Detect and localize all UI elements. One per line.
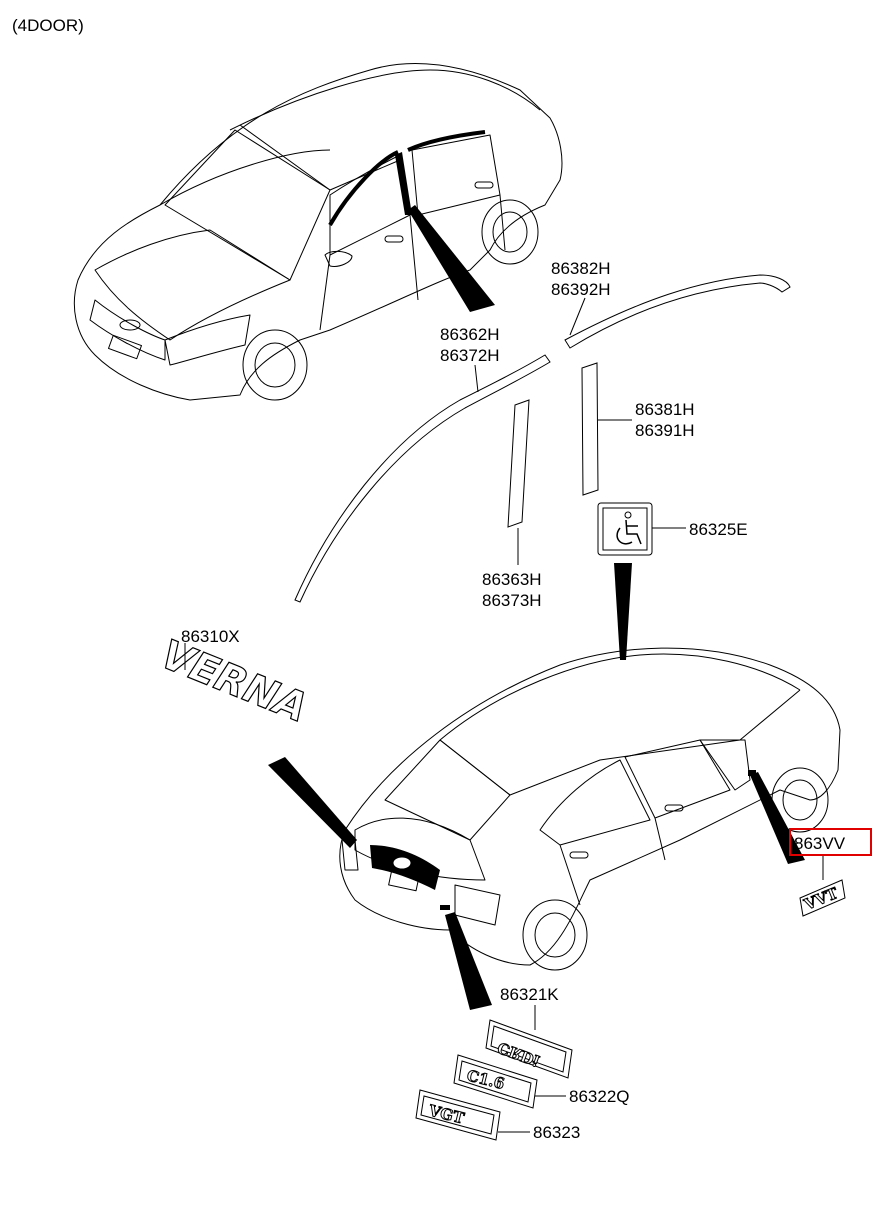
label-86323: 86323 bbox=[533, 1123, 580, 1142]
disabled-sticker bbox=[597, 502, 653, 556]
diagram-title: (4DOOR) bbox=[12, 16, 84, 35]
label-86382H: 86382H bbox=[551, 259, 611, 278]
c16-badge-text: C1.6 bbox=[465, 1066, 506, 1093]
label-86362H: 86362H bbox=[440, 325, 500, 344]
b-pillar-rear-trim bbox=[581, 362, 599, 496]
roof-molding-upper bbox=[564, 274, 791, 349]
label-86373H: 86373H bbox=[482, 591, 542, 610]
c16-badge: C1.6 bbox=[453, 1054, 538, 1109]
label-86310X: 86310X bbox=[181, 627, 240, 646]
label-86322Q: 86322Q bbox=[569, 1087, 630, 1106]
sedan-rear-view bbox=[339, 647, 841, 1010]
label-86363H: 86363H bbox=[482, 570, 542, 589]
leader-wedge-verna bbox=[268, 757, 357, 848]
leader-86382H bbox=[569, 297, 586, 336]
verna-emblem-text: VERNA bbox=[154, 632, 314, 732]
label-86372H: 86372H bbox=[440, 346, 500, 365]
label-86391H: 86391H bbox=[635, 421, 695, 440]
label-86392H: 86392H bbox=[551, 280, 611, 299]
wheelchair-icon bbox=[616, 511, 642, 545]
verna-emblem: VERNA bbox=[154, 631, 315, 732]
vvt-badge-text: VVT bbox=[801, 884, 841, 914]
leader-86362H bbox=[474, 364, 479, 393]
highlight-box-863VV bbox=[789, 828, 872, 856]
leader-wedge-sticker bbox=[614, 563, 632, 660]
vvt-badge: VVT bbox=[799, 879, 846, 917]
label-86381H: 86381H bbox=[635, 400, 695, 419]
label-86325E: 86325E bbox=[689, 520, 748, 539]
roof-molding-front bbox=[294, 354, 551, 603]
label-863VV: 863VV bbox=[794, 834, 846, 853]
label-86321K: 86321K bbox=[500, 985, 559, 1004]
b-pillar-front-trim bbox=[507, 399, 530, 528]
sedan-front-view bbox=[73, 63, 563, 401]
vgt-badge: VGT bbox=[415, 1089, 501, 1141]
